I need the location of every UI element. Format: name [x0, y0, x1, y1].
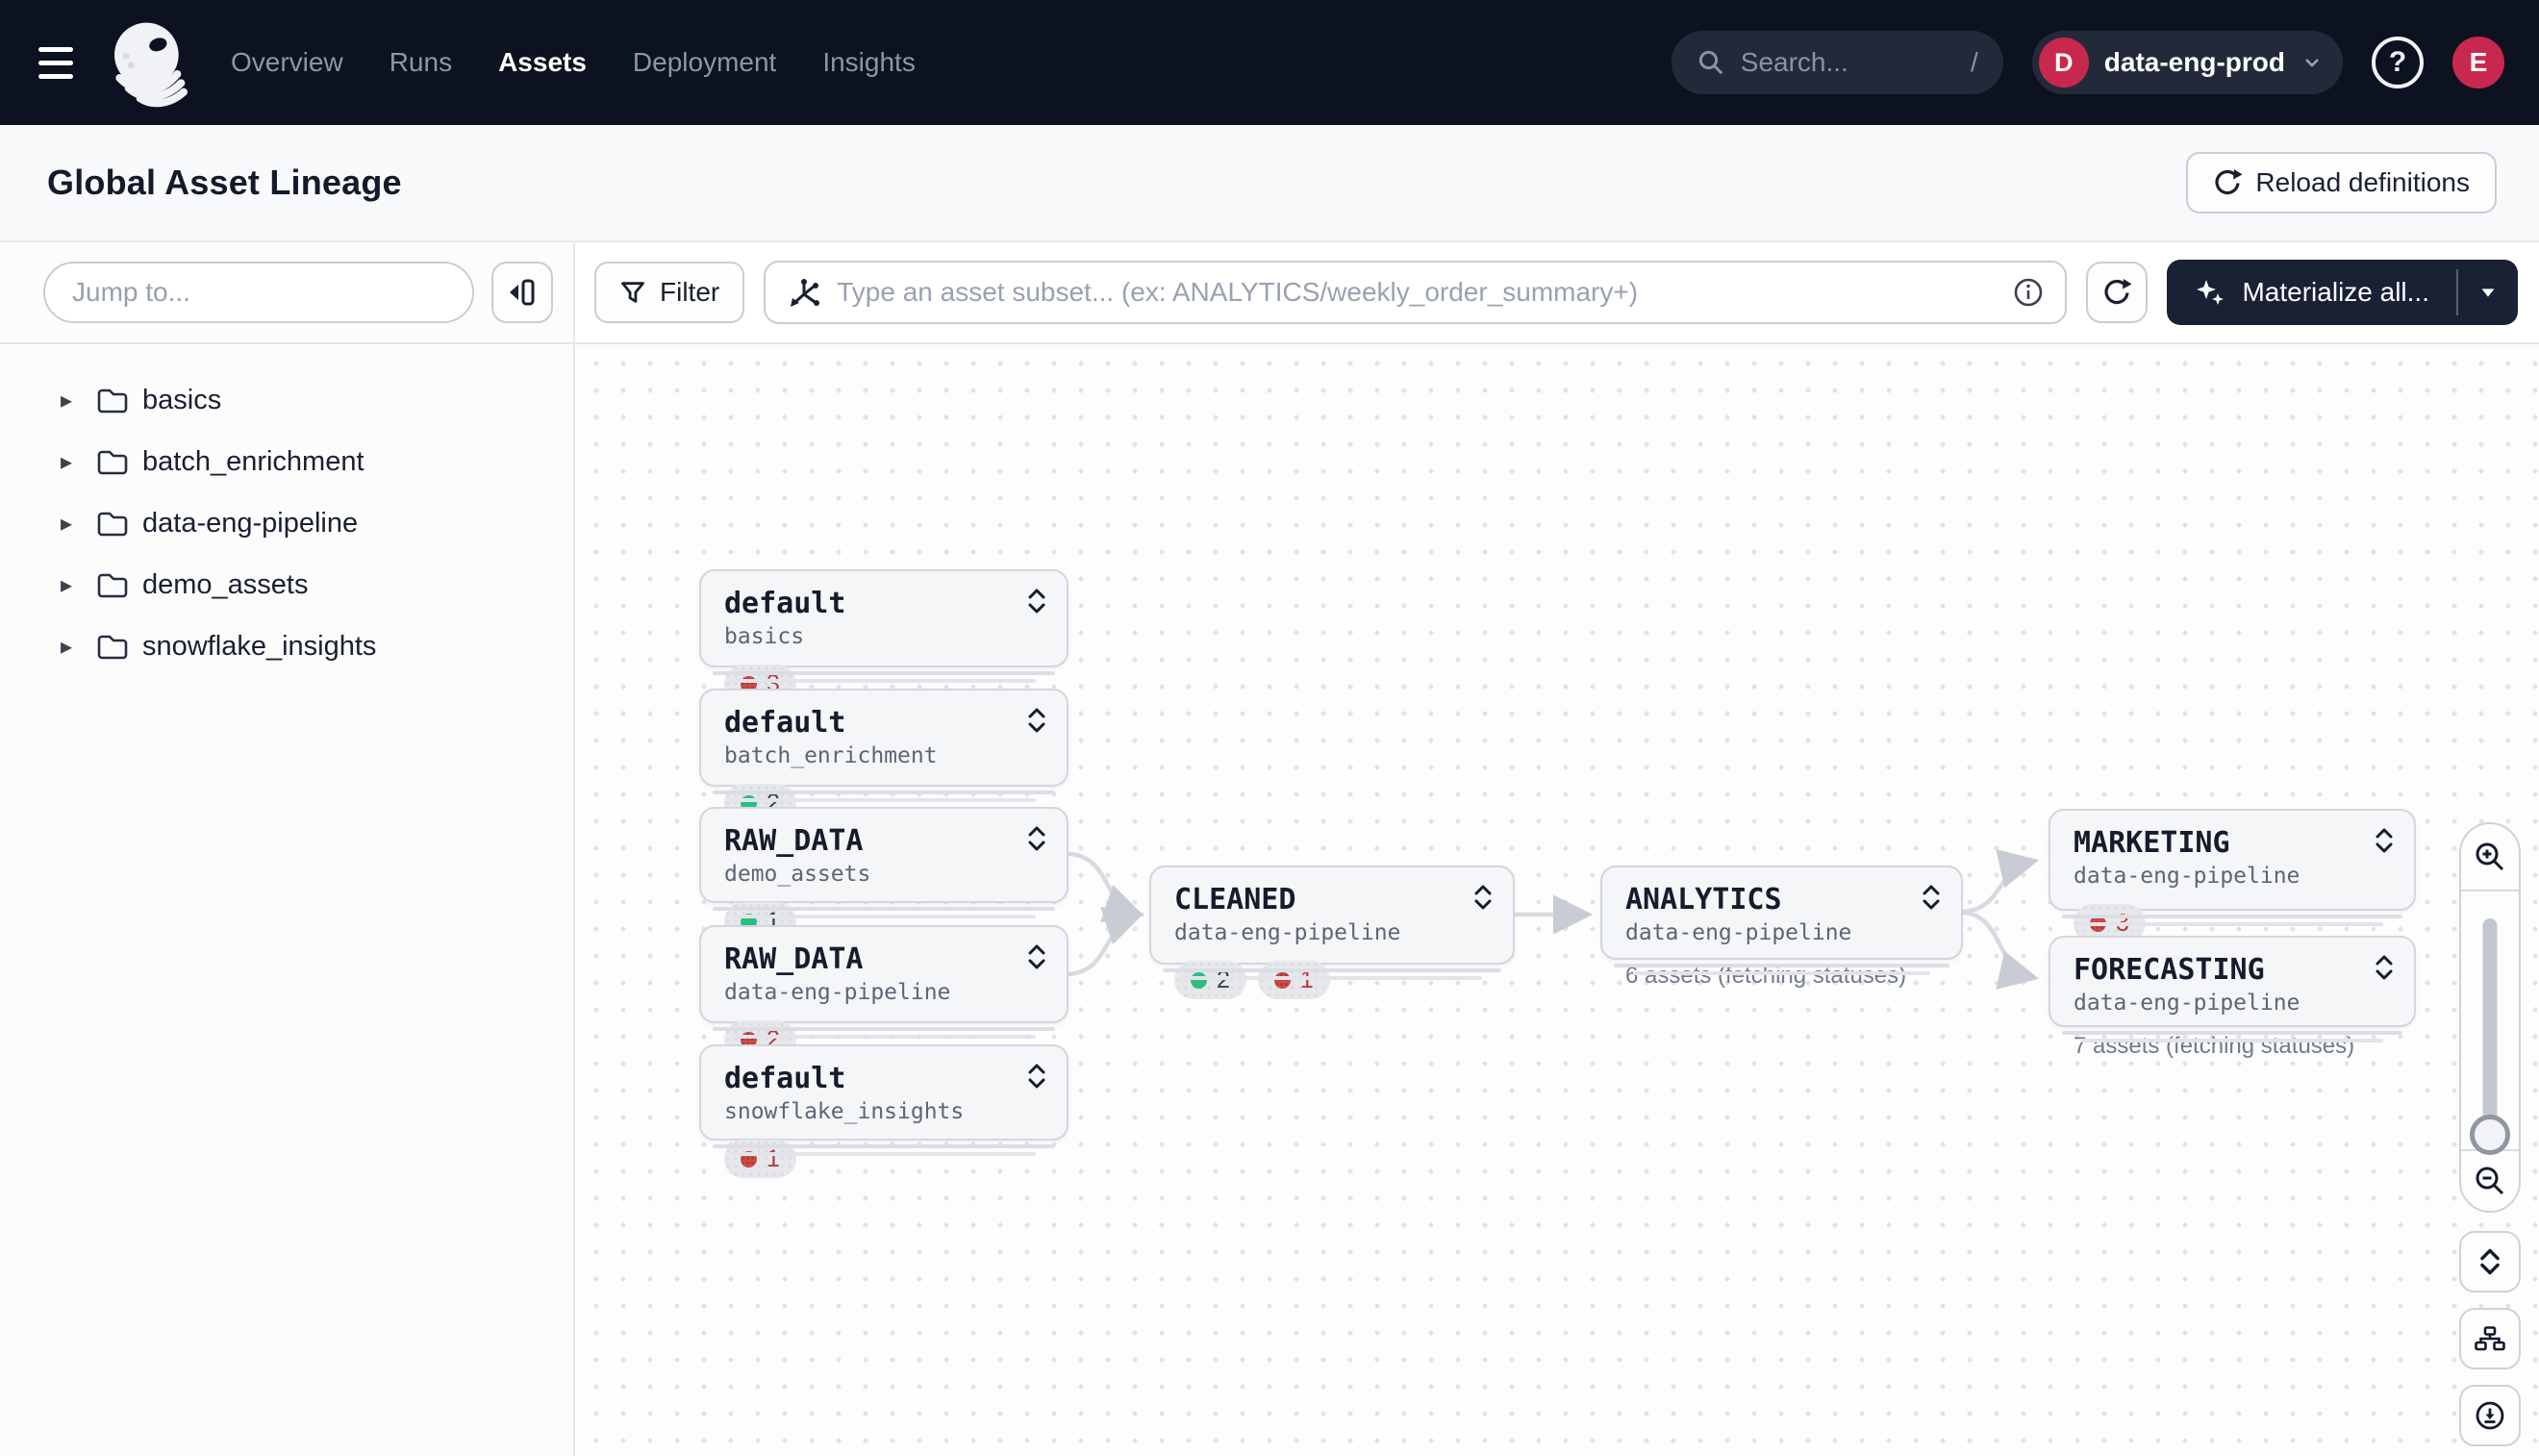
content: ▸ basics ▸ batch_enrichment ▸ data-eng-p… [0, 242, 2539, 1456]
expand-chevrons-icon[interactable] [1026, 708, 1047, 733]
expand-chevrons-icon[interactable] [1026, 826, 1047, 851]
materialize-all-split-button: Materialize all... [2167, 260, 2518, 325]
zoom-slider-track[interactable] [2482, 918, 2498, 1130]
page-header: Global Asset Lineage Reload definitions [0, 125, 2539, 242]
sidebar-item-demo-assets[interactable]: ▸ demo_assets [0, 554, 573, 615]
sidebar-item-snowflake-insights[interactable]: ▸ snowflake_insights [0, 615, 573, 677]
fetching-statuses-note: 7 assets (fetching statuses) [2074, 1033, 2355, 1059]
nav-link-insights[interactable]: Insights [822, 47, 916, 77]
dagster-logo [108, 16, 190, 109]
deployment-name: data-eng-prod [2103, 47, 2285, 77]
caret-right-icon[interactable]: ▸ [60, 510, 73, 537]
page-title: Global Asset Lineage [47, 163, 402, 202]
fetching-statuses-note: 6 assets (fetching statuses) [1625, 963, 1907, 989]
sidebar-top [0, 242, 573, 344]
jump-to-input[interactable] [43, 262, 474, 323]
caret-right-icon[interactable]: ▸ [60, 633, 73, 660]
error-dot-icon [2090, 915, 2106, 932]
sidebar-item-data-eng-pipeline[interactable]: ▸ data-eng-pipeline [0, 492, 573, 554]
zoom-slider-thumb[interactable] [2470, 1115, 2510, 1155]
hamburger-icon[interactable] [38, 35, 94, 90]
sidebar: ▸ basics ▸ batch_enrichment ▸ data-eng-p… [0, 242, 575, 1456]
graph-pane: Filter Type an asset subset... (ex: ANAL… [575, 242, 2539, 1456]
deployment-badge: D [2038, 38, 2089, 88]
global-search[interactable]: Search... / [1671, 31, 2003, 94]
expand-chevrons-icon[interactable] [1026, 1064, 1047, 1089]
status-badge: 1 [1257, 961, 1330, 999]
materialize-all-button[interactable]: Materialize all... [2167, 260, 2456, 325]
status-badge: 1 [724, 1140, 796, 1178]
asset-group-node-analytics[interactable]: ANALYTICS data-eng-pipeline 6 assets (fe… [1600, 866, 1963, 989]
asset-group-tree: ▸ basics ▸ batch_enrichment ▸ data-eng-p… [0, 344, 573, 677]
zoom-out-icon[interactable] [2461, 1151, 2519, 1211]
asset-subset-input[interactable]: Type an asset subset... (ex: ANALYTICS/w… [764, 261, 2068, 324]
asset-group-node-forecasting[interactable]: FORECASTING data-eng-pipeline 7 assets (… [2049, 936, 2416, 1059]
info-icon[interactable] [2013, 277, 2044, 308]
search-placeholder: Search... [1740, 47, 1848, 77]
help-icon[interactable]: ? [2372, 37, 2424, 88]
expand-chevrons-icon[interactable] [1472, 885, 1494, 910]
top-nav: Overview Runs Assets Deployment Insights… [0, 0, 2539, 125]
refresh-icon[interactable] [2086, 262, 2149, 323]
caret-right-icon[interactable]: ▸ [60, 571, 73, 598]
asset-group-node-default-basics[interactable]: default basics 3 [699, 569, 1068, 703]
nav-link-deployment[interactable]: Deployment [632, 47, 777, 77]
asset-subset-placeholder: Type an asset subset... (ex: ANALYTICS/w… [837, 277, 1639, 307]
error-dot-icon [1273, 971, 1291, 989]
caret-right-icon[interactable]: ▸ [60, 387, 73, 414]
folder-icon [96, 386, 129, 414]
asset-group-node-cleaned[interactable]: CLEANED data-eng-pipeline 2 1 [1149, 866, 1515, 999]
search-shortcut: / [1971, 47, 1978, 77]
zoom-control [2459, 822, 2521, 1213]
success-dot-icon [1191, 971, 1207, 989]
sparkles-icon [2194, 276, 2226, 309]
nav-link-runs[interactable]: Runs [389, 47, 453, 77]
lineage-canvas[interactable]: default basics 3 default batch_enrichmen… [575, 344, 2539, 1456]
chevron-down-icon [2300, 51, 2324, 74]
reload-definitions-button[interactable]: Reload definitions [2186, 152, 2497, 213]
collapse-panel-icon[interactable] [491, 262, 553, 323]
expand-chevrons-icon[interactable] [1026, 944, 1047, 969]
asset-group-node-rawdata-data-eng-pipeline[interactable]: RAW_DATA data-eng-pipeline 2 [699, 925, 1068, 1059]
asset-group-node-default-batch-enrichment[interactable]: default batch_enrichment 2 [699, 689, 1068, 822]
avatar[interactable]: E [2452, 37, 2504, 88]
asset-group-node-marketing[interactable]: MARKETING data-eng-pipeline 3 [2049, 809, 2416, 942]
zoom-slider[interactable] [2461, 891, 2519, 1155]
divider [2461, 890, 2519, 891]
sidebar-item-batch-enrichment[interactable]: ▸ batch_enrichment [0, 431, 573, 492]
expand-chevrons-icon[interactable] [2374, 828, 2395, 853]
nav-link-assets[interactable]: Assets [498, 47, 587, 77]
caret-right-icon[interactable]: ▸ [60, 448, 73, 475]
download-icon[interactable] [2459, 1385, 2521, 1446]
folder-icon [96, 570, 129, 599]
deployment-switcher[interactable]: D data-eng-prod [2031, 31, 2343, 94]
filter-funnel-icon [619, 279, 646, 306]
expand-chevrons-icon[interactable] [2374, 955, 2395, 980]
expand-chevrons-icon[interactable] [1026, 589, 1047, 614]
materialize-options-caret[interactable] [2458, 260, 2518, 325]
nav-links: Overview Runs Assets Deployment Insights [231, 47, 916, 78]
divider [2456, 269, 2458, 315]
folder-icon [96, 447, 129, 476]
expand-chevrons-icon[interactable] [1921, 885, 1942, 910]
status-badge: 2 [1174, 961, 1246, 999]
asset-selection-icon [787, 275, 821, 310]
layout-tree-icon[interactable] [2459, 1308, 2521, 1369]
folder-icon [96, 632, 129, 661]
error-dot-icon [741, 1150, 757, 1167]
reload-icon [2213, 168, 2243, 197]
nav-right: Search... / D data-eng-prod ? E [1671, 31, 2504, 94]
asset-group-node-rawdata-demo-assets[interactable]: RAW_DATA demo_assets 1 [699, 807, 1068, 941]
asset-group-node-default-snowflake-insights[interactable]: default snowflake_insights 1 [699, 1044, 1068, 1178]
search-icon [1697, 48, 1725, 77]
sidebar-item-basics[interactable]: ▸ basics [0, 369, 573, 431]
folder-icon [96, 509, 129, 538]
lineage-toolbar: Filter Type an asset subset... (ex: ANAL… [575, 242, 2539, 344]
nav-link-overview[interactable]: Overview [231, 47, 343, 77]
filter-button[interactable]: Filter [594, 262, 745, 323]
collapse-all-icon[interactable] [2459, 1231, 2521, 1293]
zoom-in-icon[interactable] [2461, 824, 2519, 890]
